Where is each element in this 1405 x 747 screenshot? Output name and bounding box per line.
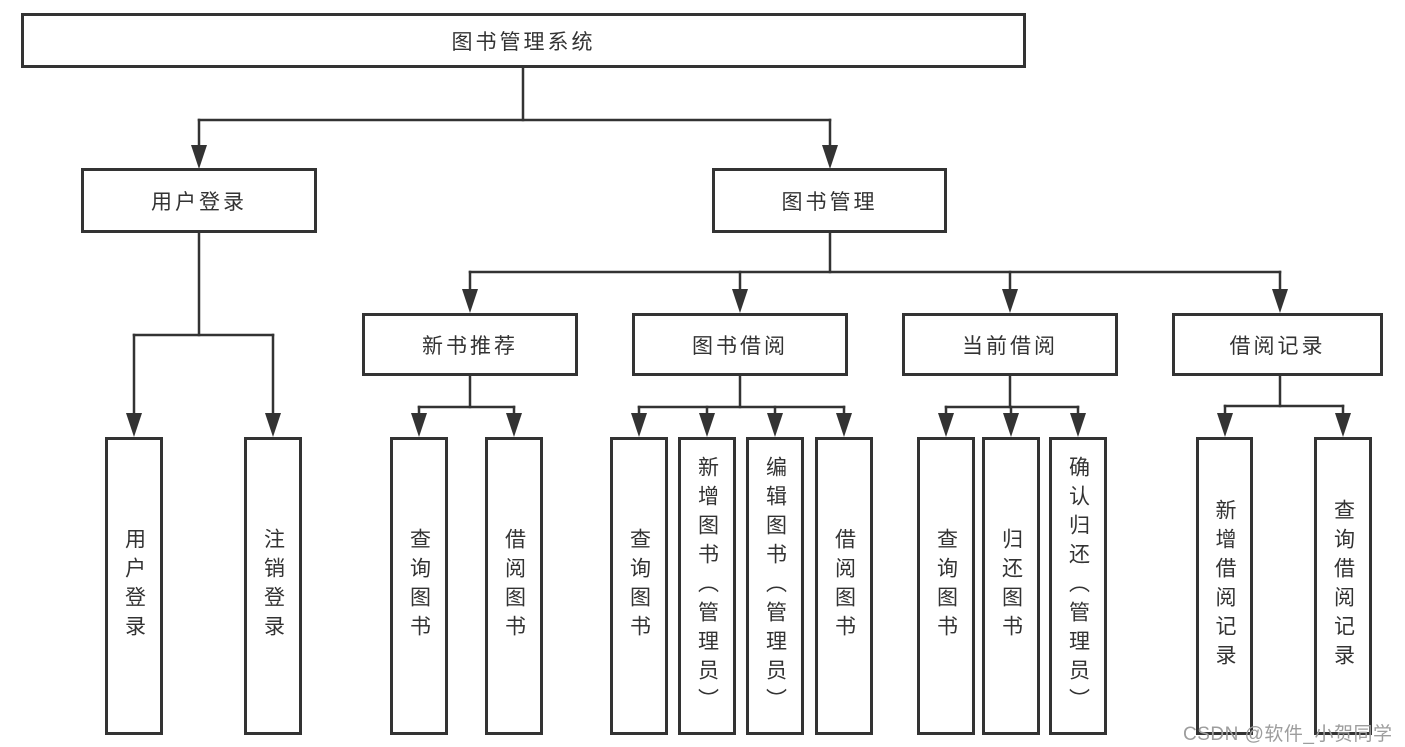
leaf-return-books: 归还图书	[982, 437, 1040, 735]
node-label: 新增图书（管理员）	[695, 455, 719, 717]
arrowheads	[126, 145, 1351, 437]
node-borrowing-records: 借阅记录	[1172, 313, 1383, 376]
node-label: 借阅记录	[1229, 334, 1326, 358]
node-user-login: 用户登录	[81, 168, 317, 233]
leaf-add-borrow-record: 新增借阅记录	[1196, 437, 1253, 735]
node-new-book-recommendation: 新书推荐	[362, 313, 578, 376]
node-label: 图书管理	[781, 190, 878, 214]
node-label: 图书管理系统	[451, 30, 596, 54]
node-label: 当前借阅	[962, 334, 1058, 358]
leaf-query-borrow-record: 查询借阅记录	[1314, 437, 1372, 735]
leaf-borrow-books-borrowing: 借阅图书	[815, 437, 873, 735]
node-label: 归还图书	[999, 528, 1023, 644]
node-label: 查询图书	[407, 528, 431, 644]
node-label: 查询借阅记录	[1331, 499, 1355, 673]
node-label: 确认归还（管理员）	[1066, 455, 1090, 717]
node-library-management-system: 图书管理系统	[21, 13, 1026, 68]
node-label: 新书推荐	[422, 334, 518, 358]
leaf-query-books-borrowing: 查询图书	[610, 437, 668, 735]
leaf-logout-login: 注销登录	[244, 437, 302, 735]
node-label: 注销登录	[261, 528, 285, 644]
leaf-query-books-recommend: 查询图书	[390, 437, 448, 735]
node-book-borrowing: 图书借阅	[632, 313, 848, 376]
node-label: 借阅图书	[832, 528, 856, 644]
node-label: 查询图书	[627, 528, 651, 644]
leaf-borrow-books-recommend: 借阅图书	[485, 437, 543, 735]
leaf-query-books-current: 查询图书	[917, 437, 975, 735]
node-book-management: 图书管理	[712, 168, 947, 233]
node-label: 用户登录	[122, 528, 146, 644]
leaf-edit-books-admin: 编辑图书（管理员）	[746, 437, 804, 735]
csdn-watermark: CSDN @软件_小贺同学	[1183, 724, 1393, 745]
node-label: 图书借阅	[692, 334, 788, 358]
node-label: 借阅图书	[502, 528, 526, 644]
node-current-borrowing: 当前借阅	[902, 313, 1118, 376]
node-label: 新增借阅记录	[1213, 499, 1236, 673]
node-label: 编辑图书（管理员）	[763, 455, 787, 717]
leaf-add-books-admin: 新增图书（管理员）	[678, 437, 736, 735]
leaf-user-login: 用户登录	[105, 437, 163, 735]
node-label: 查询图书	[934, 528, 958, 644]
node-label: 用户登录	[151, 190, 247, 214]
leaf-confirm-return-admin: 确认归还（管理员）	[1049, 437, 1107, 735]
